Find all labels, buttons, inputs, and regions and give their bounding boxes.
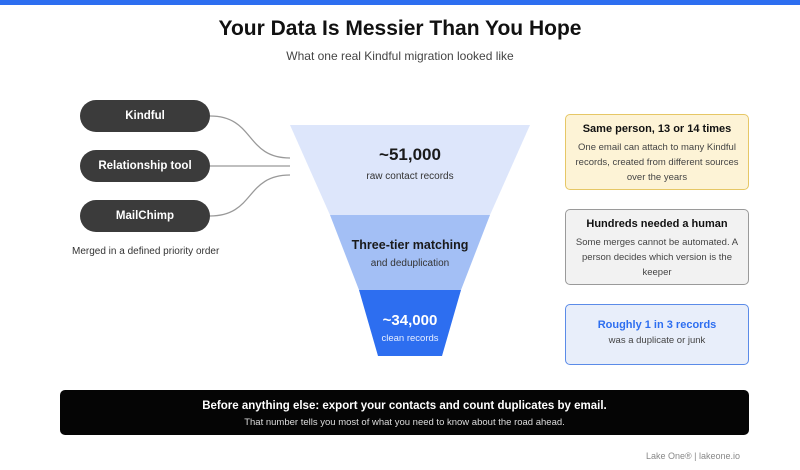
callout-junk-ratio-body: was a duplicate or junk	[608, 335, 706, 346]
funnel-stage-matching-label: Three-tier matching and deduplication	[290, 238, 530, 269]
advice-banner-main: Before anything else: export your contac…	[202, 400, 607, 412]
source-pill-mailchimp: MailChimp	[80, 200, 210, 232]
callout-junk-ratio-title: Roughly 1 in 3 records	[597, 319, 717, 331]
connector-kindful	[209, 115, 291, 159]
raw-count-caption: raw contact records	[366, 171, 454, 182]
callout-duplicates: Same person, 13 or 14 times One email ca…	[565, 114, 749, 190]
advice-banner-sub: That number tells you most of what you n…	[244, 417, 565, 428]
footer-credit: Lake One® | lakeone.io	[645, 451, 740, 461]
funnel-stage-clean-label: ~34,000 clean records	[290, 312, 530, 344]
connector-mailchimp	[209, 174, 291, 217]
callout-human-review-body: Some merges cannot be automated. A perso…	[575, 237, 739, 278]
callout-human-review-title: Hundreds needed a human	[586, 218, 728, 230]
source-pill-kindful: Kindful	[80, 100, 210, 132]
page-subtitle: What one real Kindful migration looked l…	[286, 49, 514, 63]
top-accent-bar	[0, 0, 800, 5]
callout-duplicates-title: Same person, 13 or 14 times	[582, 123, 732, 135]
page-title: Your Data Is Messier Than You Hope	[218, 17, 582, 40]
matching-caption: and deduplication	[370, 258, 450, 269]
matching-title: Three-tier matching	[351, 238, 469, 252]
callout-human-review: Hundreds needed a human Some merges cann…	[565, 209, 749, 285]
clean-count: ~34,000	[382, 312, 438, 329]
callout-junk-ratio: Roughly 1 in 3 records was a duplicate o…	[565, 304, 749, 365]
callout-duplicates-body: One email can attach to many Kindful rec…	[575, 142, 739, 183]
funnel-stage-matching	[330, 215, 490, 290]
funnel-stage-raw-label: ~51,000 raw contact records	[290, 145, 530, 182]
clean-count-caption: clean records	[381, 333, 439, 344]
merge-order-note: Merged in a defined priority order	[72, 246, 220, 257]
source-pill-relationship-tool: Relationship tool	[80, 150, 210, 182]
advice-banner: Before anything else: export your contac…	[60, 390, 749, 435]
funnel-stage-clean	[359, 290, 461, 356]
raw-count: ~51,000	[379, 145, 441, 164]
funnel-stage-raw	[290, 125, 530, 215]
